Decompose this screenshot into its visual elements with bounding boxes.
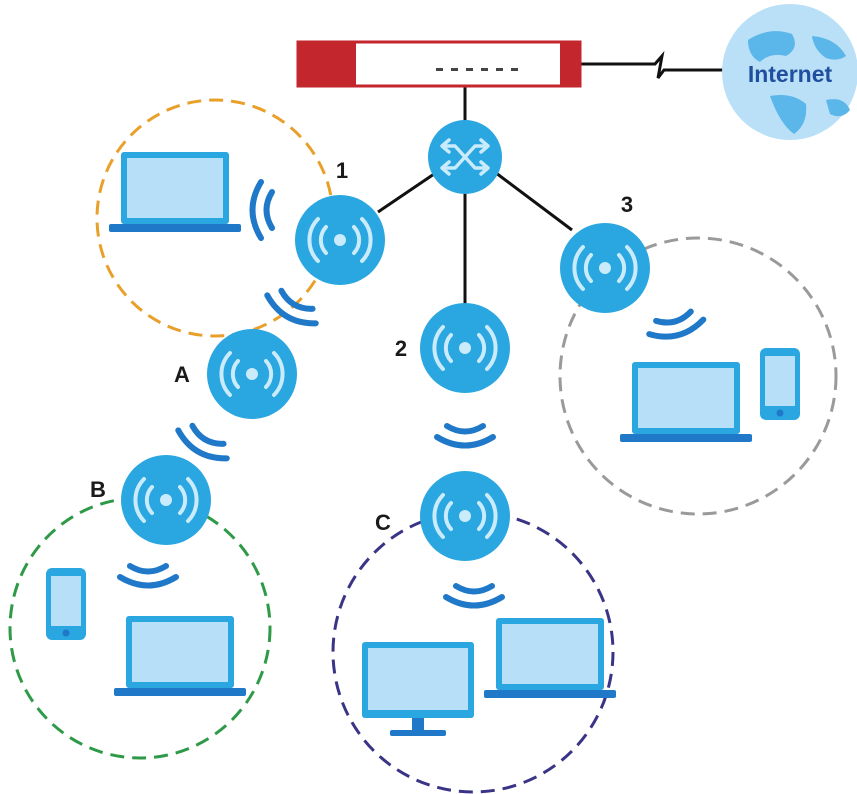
phone-icon — [760, 348, 800, 420]
access-point-label-c: C — [375, 510, 391, 535]
coverage-cell-ap-c — [331, 510, 615, 794]
wifi-wave-icon — [646, 309, 705, 342]
access-point-3 — [558, 221, 652, 315]
switch-device — [428, 120, 502, 194]
access-point-a — [205, 327, 299, 421]
wifi-wave-icon — [437, 426, 493, 446]
coverage-cell-ap-3 — [558, 236, 838, 516]
wifi-wave-icon — [120, 566, 176, 586]
coverage-cell-ap-b — [8, 496, 272, 760]
monitor-icon — [362, 642, 474, 736]
phone-icon — [46, 568, 86, 640]
laptop-icon — [114, 616, 246, 696]
wifi-wave-icon — [446, 586, 502, 606]
access-point-1 — [293, 193, 387, 287]
laptop-icon — [620, 362, 752, 442]
internet-label: Internet — [748, 61, 833, 87]
access-point-label-1: 1 — [336, 158, 348, 183]
access-point-2 — [418, 301, 512, 395]
firewall-device — [296, 40, 582, 88]
access-point-c — [418, 469, 512, 563]
laptop-icon — [484, 618, 616, 698]
access-point-label-a: A — [174, 362, 190, 387]
link-switch-ap-1 — [377, 168, 441, 214]
link-firewall-internet — [580, 50, 742, 79]
link-switch-ap-3 — [491, 168, 573, 232]
laptop-icon — [109, 152, 241, 232]
access-point-label-2: 2 — [395, 336, 407, 361]
access-point-b — [119, 453, 213, 547]
wifi-wave-icon — [253, 182, 273, 238]
access-point-label-b: B — [90, 477, 106, 502]
internet-globe-icon — [722, 4, 857, 140]
access-point-label-3: 3 — [621, 192, 633, 217]
firewall-port-leds — [436, 68, 518, 71]
